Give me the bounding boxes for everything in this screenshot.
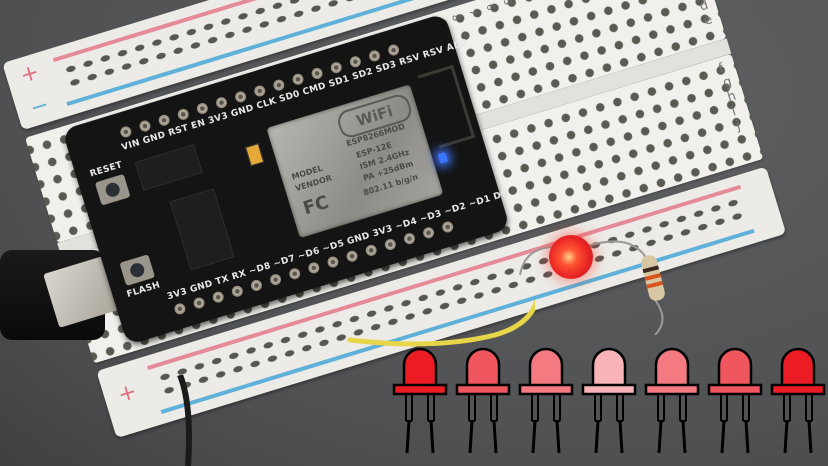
black-jumper-wire <box>177 375 192 466</box>
led-icon <box>707 347 763 454</box>
led-icon-row <box>392 343 826 455</box>
led-icon <box>455 347 511 454</box>
fcc-logo: FC <box>300 191 332 220</box>
led-icon <box>518 347 574 454</box>
led-icon <box>581 347 637 454</box>
minus-symbol: − <box>27 92 53 122</box>
red-led-lit <box>549 235 593 279</box>
led-icon <box>770 347 826 454</box>
yellow-jumper-wire <box>347 300 535 347</box>
plus-symbol: + <box>114 378 140 409</box>
led-icon <box>392 347 448 454</box>
led-icon <box>644 347 700 454</box>
row-letters-top: abcde <box>693 0 715 29</box>
plus-symbol: + <box>17 59 43 89</box>
